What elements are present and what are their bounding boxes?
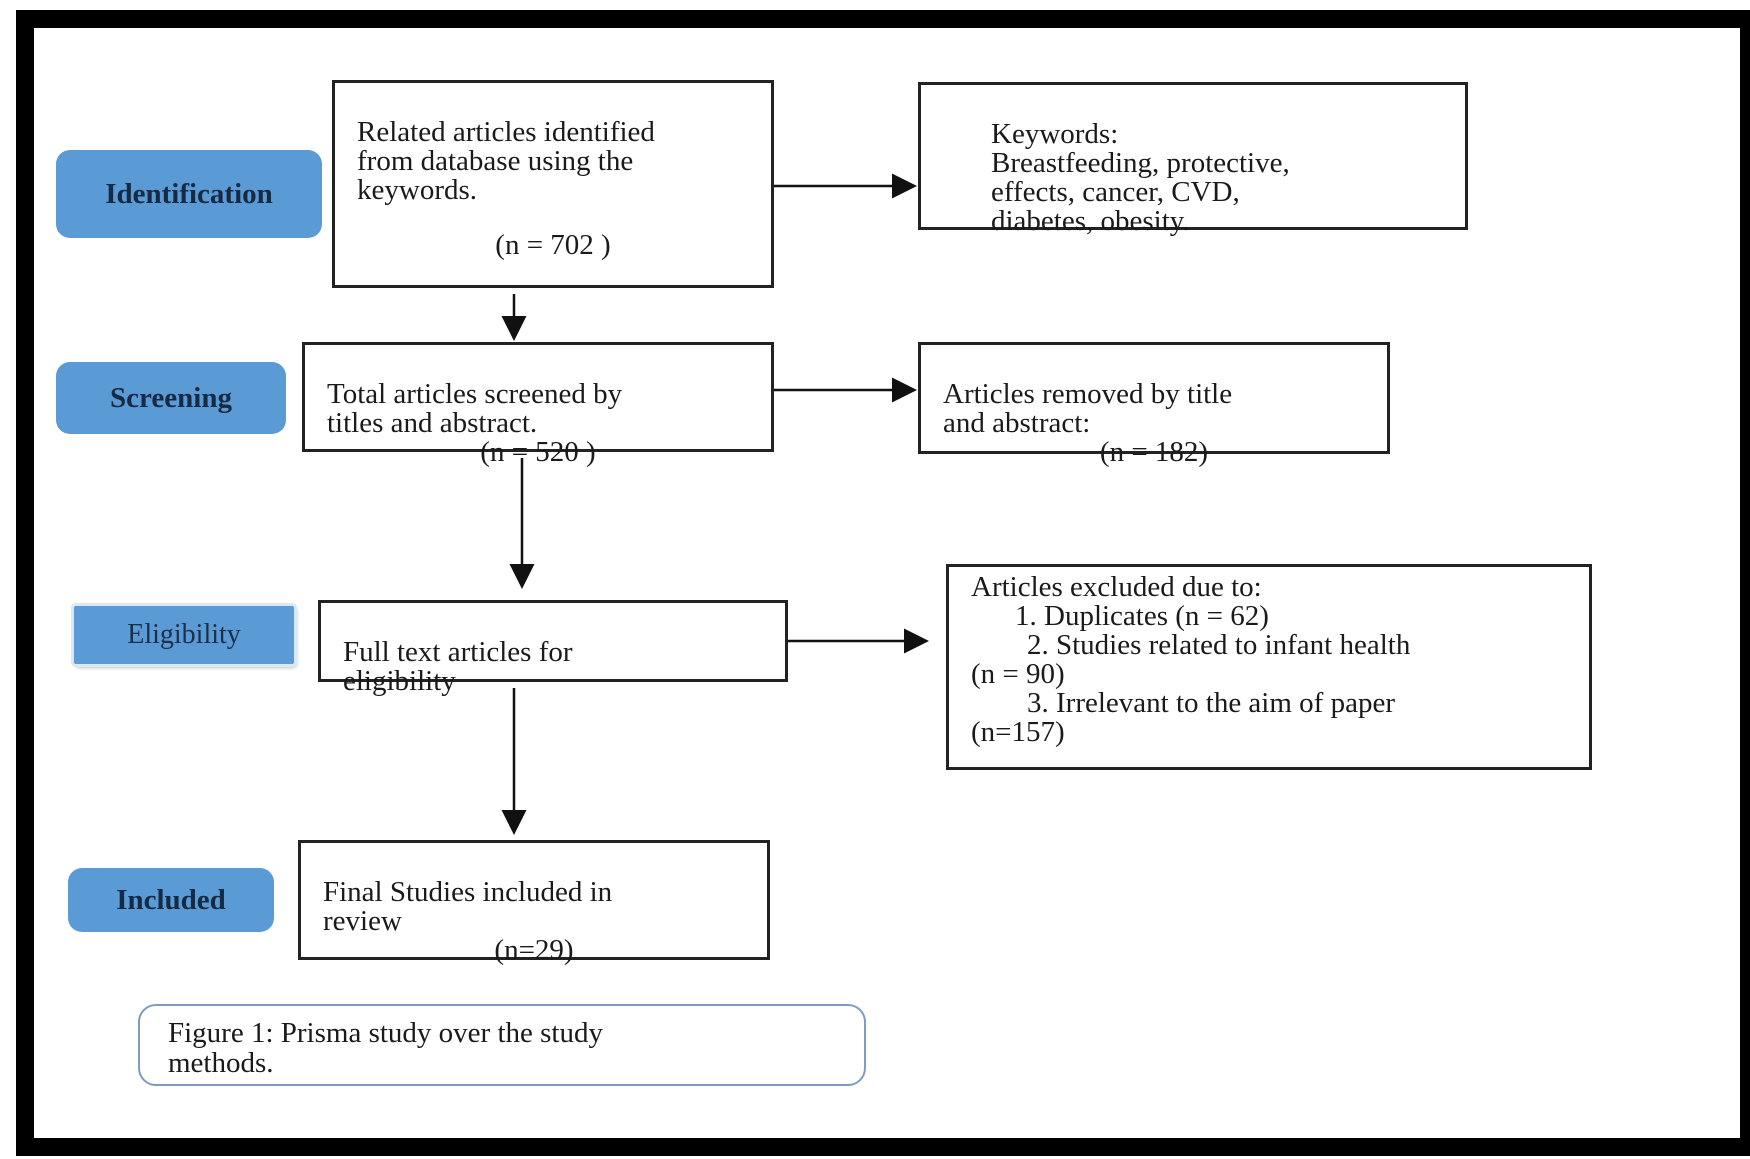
removed-box: Articles removed by title and abstract: …: [918, 342, 1390, 467]
keywords-box: Keywords: Breastfeeding, protective, eff…: [918, 82, 1468, 236]
removed-count: (n = 182): [1099, 436, 1209, 468]
final-box: Final Studies included in review (n=29): [298, 840, 770, 965]
screened-box: Total articles screened by titles and ab…: [302, 342, 774, 467]
removed-text: Articles removed by title and abstract:: [943, 378, 1233, 439]
excluded-item-infant-health-count: (n = 90): [971, 658, 1065, 690]
keywords-text: Keywords: Breastfeeding, protective, eff…: [991, 118, 1290, 237]
screened-count: (n = 520 ): [480, 436, 596, 468]
stage-identification: Identification: [56, 150, 322, 238]
identified-text: Related articles identified from databas…: [357, 116, 655, 206]
screened-text: Total articles screened by titles and ab…: [327, 378, 623, 439]
identified-box: Related articles identified from databas…: [332, 80, 774, 288]
fulltext-box: Full text articles for eligibility: [318, 600, 788, 696]
stage-included: Included: [68, 868, 274, 932]
figure-caption: Figure 1: Prisma study over the study me…: [138, 1004, 866, 1086]
final-text: Final Studies included in review: [323, 876, 613, 937]
excluded-box: Articles excluded due to: 1. Duplicates …: [946, 564, 1592, 770]
excluded-item-infant-health: 2. Studies related to infant health: [1027, 629, 1411, 661]
final-count: (n=29): [494, 934, 574, 966]
excluded-heading: Articles excluded due to:: [971, 571, 1262, 603]
excluded-item-duplicates: 1. Duplicates (n = 62): [1015, 600, 1269, 632]
stage-eligibility: Eligibility: [74, 606, 294, 664]
stage-screening: Screening: [56, 362, 286, 434]
identified-count: (n = 702 ): [495, 229, 611, 261]
excluded-item-irrelevant: 3. Irrelevant to the aim of paper: [1027, 687, 1395, 719]
excluded-item-irrelevant-count: (n=157): [971, 716, 1065, 748]
fulltext-text: Full text articles for eligibility: [343, 636, 573, 697]
